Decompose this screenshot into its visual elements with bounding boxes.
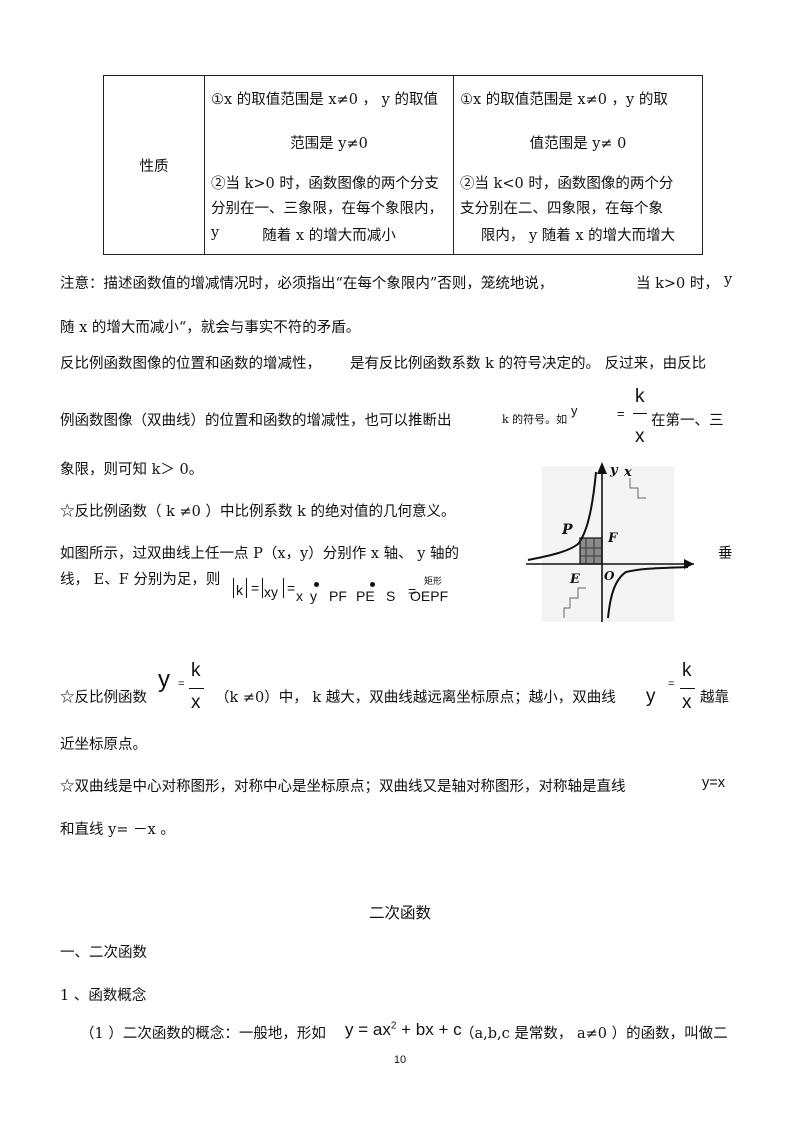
para2-line2b: k 的符号。如 <box>502 413 568 426</box>
star2-frac-num: k <box>191 660 201 681</box>
cell2-line2: 值范围是 y≠ 0 <box>529 136 627 152</box>
hyperbola-lower-branch <box>607 566 689 619</box>
star2-frac2-den: x <box>682 692 692 713</box>
figure-label-f: F <box>607 531 618 546</box>
formula-exponent: 2 <box>390 1020 397 1032</box>
formula-eq2: = <box>287 580 296 596</box>
para3-line1a: 如图所示，过双曲线上任一点 P（x，y）分别作 x 轴、 y 轴的 <box>60 546 460 562</box>
cell2-line3: ②当 k<0 时，函数图像的两个分 <box>460 176 674 192</box>
properties-table: 性质 ①x 的取值范围是 x≠0 ， y 的取值 范围是 y≠0 ②当 k>0 … <box>103 75 703 255</box>
formula-pe: PE <box>356 588 375 604</box>
cell1-line3: ②当 k>0 时，函数图像的两个分支 <box>211 176 439 192</box>
cell2-line5: 限内， y 随着 x 的增大而增大 <box>480 228 676 244</box>
note-line2: 随 x 的增大而减小“，就会与事实不符的矛盾。 <box>60 320 361 336</box>
figure-label-p: P <box>561 522 573 538</box>
cell2-line1: ①x 的取值范围是 x≠0 ，y 的取 <box>460 92 668 108</box>
figure-label-y: y <box>609 463 619 478</box>
figure-label-o: O <box>604 569 615 583</box>
figure-background <box>542 466 674 622</box>
hyperbola-figure: y x P F E O <box>508 458 700 626</box>
label-text: 性质 <box>139 158 169 175</box>
formula-s: S <box>386 588 396 604</box>
definition-tail: （a,b,c 是常数， a≠0 ）的函数，叫做二 <box>460 1026 728 1042</box>
para2-line1a: 反比例函数图像的位置和函数的增减性， <box>60 356 321 372</box>
star2-mid: （k ≠0）中， k 越大，双曲线越远离坐标原点；越小，双曲线 <box>215 690 616 706</box>
figure-label-e: E <box>569 572 581 587</box>
para2-line2c: 在第一、三 <box>651 413 724 429</box>
star2-fraction-bar <box>189 688 204 689</box>
rect-label: 矩形 <box>424 577 443 587</box>
cell2-line4: 支分别在二、四象限，在每个象 <box>460 201 663 217</box>
formula-y-ax: y = ax <box>345 1020 391 1039</box>
hyperbola-upper-branch <box>527 471 597 561</box>
figure-label-x: x <box>623 465 632 480</box>
abs-bar-right2 <box>283 578 284 598</box>
formula-k: k <box>236 582 243 598</box>
para3-line1b: 垂 <box>718 546 733 562</box>
decorative-steps <box>563 587 586 618</box>
abs-bar-right1 <box>246 578 247 598</box>
star2-suffix: 越靠 <box>700 690 729 706</box>
y-axis-arrow <box>597 462 607 474</box>
page-number: 10 <box>393 1054 407 1066</box>
formula-eq1: = <box>251 580 260 596</box>
star2-frac2-y: y <box>646 686 656 707</box>
heading-one: 一、二次函数 <box>60 945 147 961</box>
hyperbola-graph-svg: y x P F E O <box>526 462 694 622</box>
frac-eq: = <box>617 406 625 421</box>
formula-x: x <box>296 588 303 604</box>
fraction-bar <box>633 413 647 414</box>
para2-line3: 象限，则可知 k＞ 0。 <box>60 462 204 478</box>
section-title: 二次函数 <box>368 904 431 922</box>
abs-bar-left1 <box>233 578 234 598</box>
star2-frac-den: x <box>191 692 201 713</box>
cell1-line4: 分别在一、三象限，在每个象限内， y <box>211 201 443 241</box>
multiply-dot-2 <box>370 582 375 587</box>
definition-formula: y = ax2 + bx + c <box>345 1020 462 1040</box>
cell1-line1: ①x 的取值范围是 x≠0 ， y 的取值 <box>211 92 438 108</box>
decorative-steps <box>629 478 646 499</box>
table-row-label: 性质 <box>103 75 205 255</box>
note-line1b: 当 k>0 时， <box>636 276 719 292</box>
definition-intro: （1 ）二次函数的概念：一般地，形如 <box>80 1026 326 1042</box>
formula-pf: PF <box>329 588 347 604</box>
abs-bar-left2 <box>262 578 263 598</box>
star1-line: ☆反比例函数（ k ≠0 ）中比例系数 k 的绝对值的几何意义。 <box>60 504 456 520</box>
star2-fraction-bar-2 <box>680 688 695 689</box>
table-cell-negative-k: ①x 的取值范围是 x≠0 ，y 的取 值范围是 y≠ 0 ②当 k<0 时，函… <box>453 75 703 255</box>
formula-bx-c: + bx + c <box>396 1020 462 1039</box>
para2-line1b: 是有反比例函数系数 k 的符号决定的。 反过来，由反比 <box>350 356 707 372</box>
star2-line2: 近坐标原点。 <box>60 737 147 753</box>
heading-two: 1 、函数概念 <box>60 988 147 1004</box>
star3-line2: 和直线 y= －x 。 <box>60 822 175 838</box>
formula-xy: xy <box>264 584 278 600</box>
frac-num: k <box>635 386 645 407</box>
formula-eq3: = <box>408 583 417 599</box>
cell1-line5: 随着 x 的增大而减小 <box>262 228 396 244</box>
para3-line2a: 线， E、F 分别为足，则 <box>60 572 221 588</box>
multiply-dot-1 <box>314 582 319 587</box>
star3-line1a: ☆双曲线是中心对称图形，对称中心是坐标原点；双曲线又是轴对称图形，对称轴是直线 <box>60 779 626 795</box>
frac-y: y <box>571 403 578 418</box>
note-line1c: y <box>724 272 733 288</box>
star2-frac-y: y <box>158 666 170 693</box>
formula-y: y <box>310 588 317 604</box>
star2-prefix: ☆反比例函数 <box>60 690 147 706</box>
table-cell-positive-k: ①x 的取值范围是 x≠0 ， y 的取值 范围是 y≠0 ②当 k>0 时，函… <box>204 75 454 255</box>
shaded-rectangle <box>579 537 603 565</box>
note-line1a: 注意：描述函数值的增减情况时，必须指出“在每个象限内”否则，笼统地说， <box>60 276 554 292</box>
formula-oepf: OEPF <box>410 588 449 604</box>
star2-frac2-num: k <box>682 660 692 681</box>
para2-line2a: 例函数图像（双曲线）的位置和函数的增减性，也可以推断出 <box>60 413 452 429</box>
star3-line1b: y=x <box>702 775 725 791</box>
star2-frac2-eq: = <box>668 678 675 690</box>
star2-frac-eq: = <box>178 678 185 690</box>
cell1-line2: 范围是 y≠0 <box>290 136 368 152</box>
frac-den: x <box>635 426 645 447</box>
